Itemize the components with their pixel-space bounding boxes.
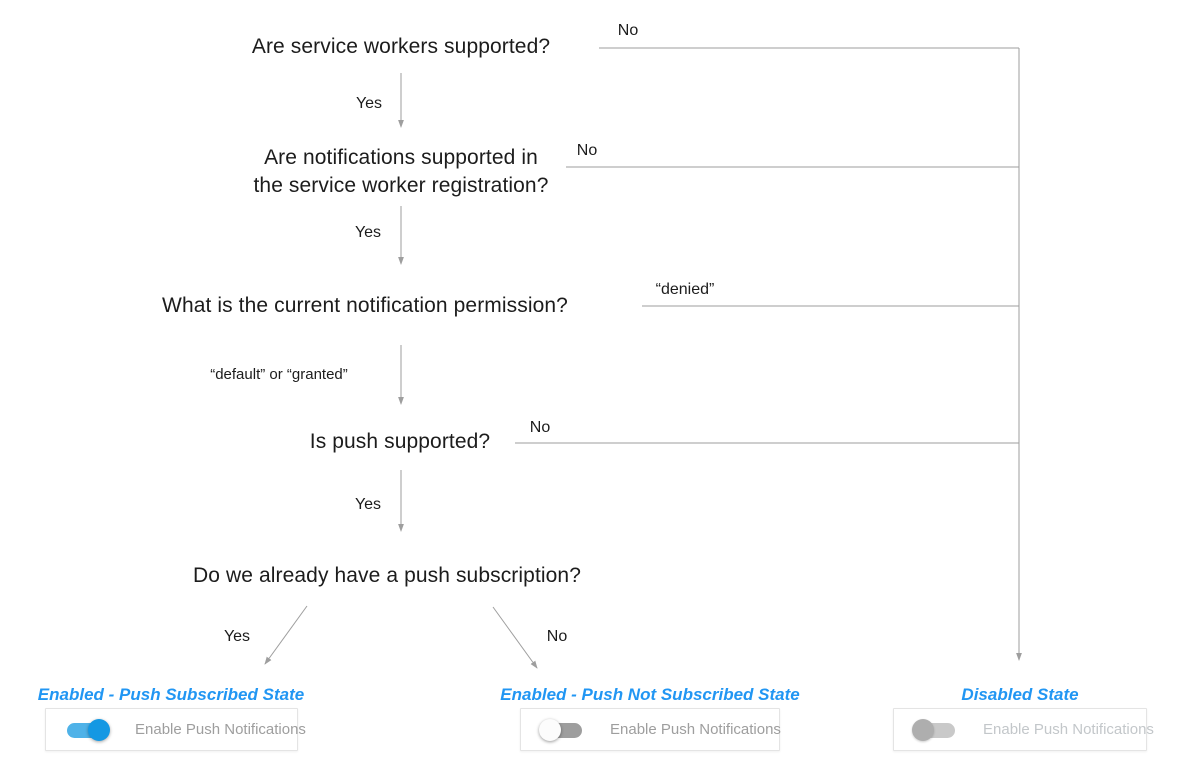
question-notification-permission: What is the current notification permiss… (162, 294, 568, 317)
edge-label-q4-yes: Yes (354, 496, 382, 513)
state-card-push-not-subscribed: Enable Push Notifications (520, 708, 781, 751)
push-toggle-switch-disabled (912, 718, 958, 742)
switch-knob-icon (912, 718, 934, 741)
state-title-push-not-subscribed: Enabled - Push Not Subscribed State (500, 685, 800, 704)
connector-q5-no (492, 606, 538, 669)
push-toggle-switch-on[interactable] (64, 718, 110, 742)
switch-knob-icon (88, 718, 110, 741)
switch-knob-icon (539, 718, 561, 741)
question-notifications-support: Are notifications supported in the servi… (253, 146, 549, 197)
state-title-push-subscribed: Enabled - Push Subscribed State (37, 685, 305, 704)
edge-label-q2-no: No (576, 142, 598, 159)
edge-label-q1-yes: Yes (355, 95, 383, 112)
enable-push-label: Enable Push Notifications (983, 721, 1154, 738)
state-card-push-subscribed: Enable Push Notifications (45, 708, 306, 751)
edge-label-q1-no: No (617, 22, 639, 39)
edge-label-q3-default-granted: “default” or “granted” (210, 366, 348, 383)
connector-q5-yes (264, 605, 308, 665)
question-push-supported: Is push supported? (309, 430, 491, 453)
enable-push-label: Enable Push Notifications (610, 721, 781, 738)
state-card-disabled: Enable Push Notifications (893, 708, 1154, 751)
edge-label-q3-denied: “denied” (655, 281, 715, 298)
enable-push-label: Enable Push Notifications (135, 721, 306, 738)
edge-label-q2-yes: Yes (354, 224, 382, 241)
edge-label-q5-yes: Yes (223, 628, 251, 645)
edge-label-q4-no: No (529, 419, 551, 436)
question-push-subscription: Do we already have a push subscription? (193, 564, 581, 587)
push-toggle-switch-off[interactable] (539, 718, 585, 742)
state-title-disabled: Disabled State (961, 685, 1079, 704)
question-service-workers: Are service workers supported? (251, 35, 551, 58)
edge-label-q5-no: No (546, 628, 568, 645)
